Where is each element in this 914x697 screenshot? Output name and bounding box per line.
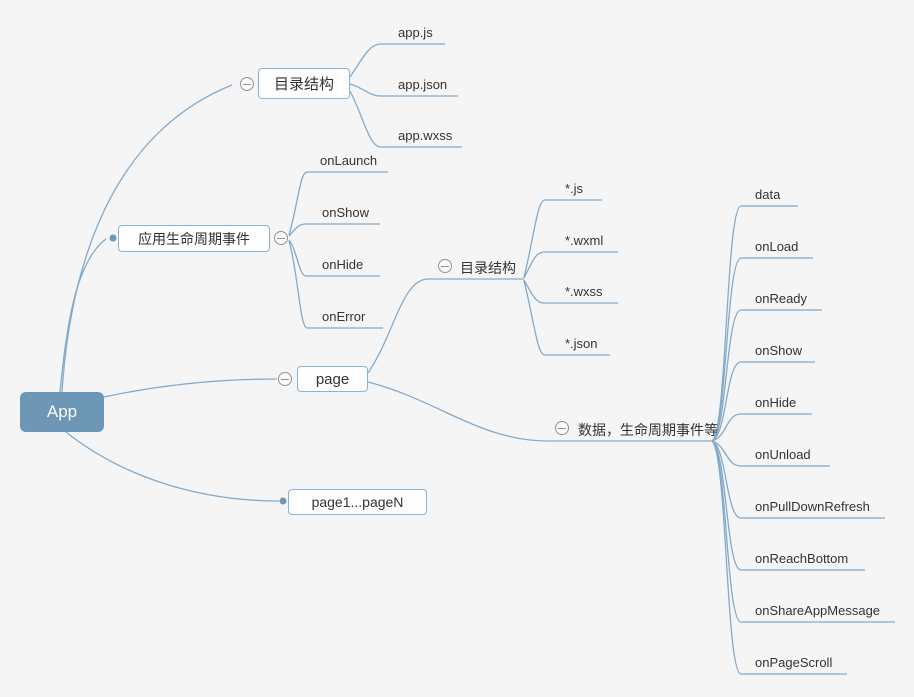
connector-dot-lifecycle — [109, 234, 117, 242]
node-onload[interactable]: onLoad — [755, 239, 799, 254]
node-page[interactable]: page — [297, 366, 368, 392]
node-onlaunch[interactable]: onLaunch — [320, 153, 378, 168]
node-app-wxss[interactable]: app.wxss — [398, 128, 453, 143]
connector-dot-pages — [279, 497, 287, 505]
node-onshow-app[interactable]: onShow — [322, 205, 369, 220]
collapse-icon-lifecycle[interactable] — [274, 231, 288, 245]
minus-glyph — [277, 237, 285, 239]
node-onhide-app[interactable]: onHide — [322, 257, 364, 272]
node-page1-pagen[interactable]: page1...pageN — [288, 489, 427, 515]
minus-glyph — [281, 378, 289, 380]
node-star-json[interactable]: *.json — [565, 336, 598, 351]
node-onready[interactable]: onReady — [755, 291, 808, 306]
node-onreachbottom[interactable]: onReachBottom — [755, 551, 849, 566]
minus-glyph — [441, 265, 449, 267]
node-star-wxml[interactable]: *.wxml — [565, 233, 604, 248]
node-app-js[interactable]: app.js — [398, 25, 433, 40]
node-onshow-page[interactable]: onShow — [755, 343, 802, 358]
node-app-lifecycle[interactable]: 应用生命周期事件 — [118, 225, 270, 252]
collapse-icon-page-data[interactable] — [555, 421, 569, 435]
collapse-icon-page[interactable] — [278, 372, 292, 386]
collapse-icon-dir-top[interactable] — [240, 77, 254, 91]
node-onshareappmessage[interactable]: onShareAppMessage — [755, 603, 881, 618]
node-dir-structure-page[interactable]: 目录结构 — [460, 260, 516, 276]
node-onpulldownrefresh[interactable]: onPullDownRefresh — [755, 499, 870, 514]
node-app-json[interactable]: app.json — [398, 77, 448, 92]
node-data[interactable]: data — [755, 187, 781, 202]
node-star-wxss[interactable]: *.wxss — [565, 284, 603, 299]
node-app-root[interactable]: App — [20, 392, 104, 432]
collapse-icon-page-dir[interactable] — [438, 259, 452, 273]
node-onerror[interactable]: onError — [322, 309, 366, 324]
minus-glyph — [558, 427, 566, 429]
minus-glyph — [243, 83, 251, 85]
node-dir-structure-top[interactable]: 目录结构 — [258, 68, 350, 99]
node-onunload[interactable]: onUnload — [755, 447, 811, 462]
node-onpagescroll[interactable]: onPageScroll — [755, 655, 833, 670]
node-onhide-page[interactable]: onHide — [755, 395, 797, 410]
node-star-js[interactable]: *.js — [565, 181, 584, 196]
node-data-lifecycle[interactable]: 数据，生命周期事件等 — [578, 422, 718, 438]
